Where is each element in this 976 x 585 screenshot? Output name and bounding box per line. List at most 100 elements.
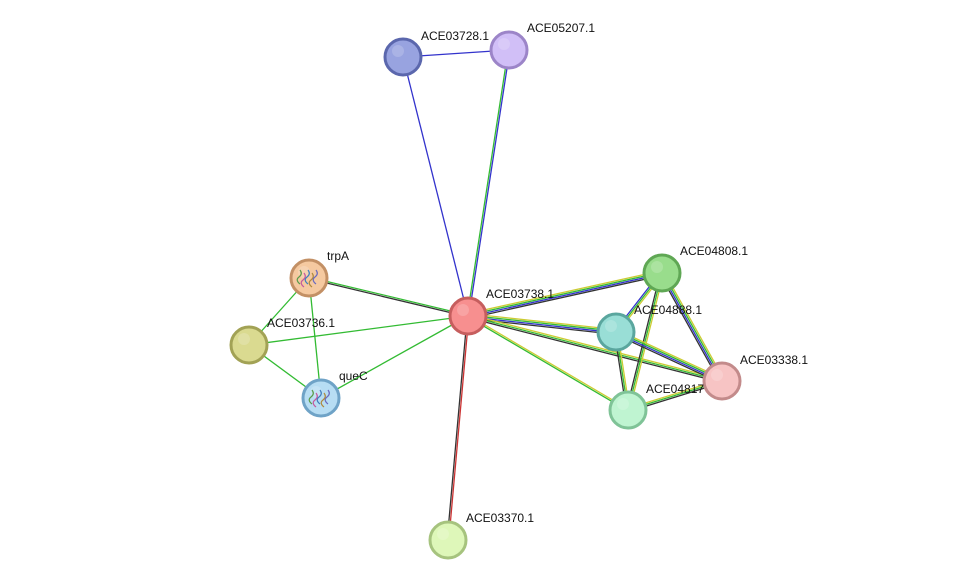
node-label-ace04888-1: ACE04888.1 <box>634 303 702 317</box>
node-circle[interactable] <box>702 361 742 401</box>
edge-ace03738-1-quec <box>320 315 469 399</box>
node-ace03736-1[interactable] <box>229 325 269 365</box>
edge-ace03738-1-ace03728-1 <box>402 56 469 317</box>
node-quec[interactable] <box>301 378 341 418</box>
edge-trpa-quec <box>308 277 322 399</box>
edge-evidence-line <box>468 273 663 318</box>
node-highlight <box>238 333 250 345</box>
node-ace04808-1[interactable] <box>642 253 682 293</box>
edge-evidence-line <box>467 271 662 316</box>
node-circle[interactable] <box>489 30 529 70</box>
structure-strand <box>296 269 302 285</box>
edge-evidence-line <box>467 316 628 412</box>
edge-evidence-line <box>309 276 469 316</box>
structure-strand <box>308 272 314 288</box>
node-trpa[interactable] <box>289 258 329 298</box>
edge-evidence-line <box>627 272 663 411</box>
node-circle[interactable] <box>448 296 488 336</box>
structure-strand <box>308 389 314 405</box>
node-highlight <box>605 320 617 332</box>
edge-evidence-line <box>448 316 470 541</box>
node-label-ace04808-1: ACE04808.1 <box>680 244 748 258</box>
structure-strand <box>312 392 318 408</box>
node-highlight <box>498 38 510 50</box>
node-ace03738-1[interactable] <box>448 296 488 336</box>
node-circle[interactable] <box>642 253 682 293</box>
node-label-ace03728-1: ACE03728.1 <box>421 29 489 43</box>
edge-evidence-line <box>468 314 629 410</box>
edge-ace03738-1-ace03370-1 <box>446 315 470 541</box>
structure-strand <box>316 389 322 405</box>
edge-evidence-line <box>628 273 665 411</box>
node-highlight <box>617 398 629 410</box>
structure-strand <box>300 272 306 288</box>
edge-evidence-line <box>466 49 509 316</box>
node-circle[interactable] <box>383 37 423 77</box>
node-highlight <box>651 261 663 273</box>
structure-strand <box>312 269 318 285</box>
node-circle[interactable] <box>608 390 648 430</box>
edge-evidence-line <box>308 278 468 318</box>
node-ace04888-1[interactable] <box>596 312 636 352</box>
protein-structure-icon <box>308 389 330 408</box>
edge-evidence-line <box>467 270 662 315</box>
node-circle[interactable] <box>596 312 636 352</box>
node-ace03728-1[interactable] <box>383 37 423 77</box>
edge-evidence-line <box>320 315 469 399</box>
node-label-ace03338-1: ACE03338.1 <box>740 353 808 367</box>
edge-evidence-line <box>446 315 468 540</box>
edge-evidence-line <box>308 277 322 399</box>
protein-structure-icon <box>296 269 318 288</box>
node-highlight <box>392 45 404 57</box>
node-ace03370-1[interactable] <box>428 520 468 560</box>
node-highlight <box>711 369 723 381</box>
edge-evidence-line <box>662 272 724 381</box>
node-circle[interactable] <box>229 325 269 365</box>
edge-ace03738-1-ace04808-1 <box>467 270 663 319</box>
edge-evidence-line <box>467 315 723 382</box>
node-highlight <box>437 528 449 540</box>
edge-ace03738-1-ace04817 <box>467 314 629 412</box>
edge-ace04808-1-ace03338-1 <box>659 271 725 383</box>
edge-evidence-line <box>402 56 469 317</box>
edge-evidence-line <box>616 329 724 380</box>
edge-evidence-line <box>468 274 663 319</box>
edge-evidence-line <box>468 314 617 332</box>
edge-evidence-line <box>248 315 469 346</box>
node-label-ace03370-1: ACE03370.1 <box>466 511 534 525</box>
edge-evidence-line <box>468 312 617 331</box>
node-label-ace04817: ACE04817 <box>646 382 704 396</box>
edge-evidence-line <box>467 317 616 336</box>
node-label-ace03736-1: ACE03736.1 <box>267 316 335 330</box>
nodes-layer <box>229 30 742 560</box>
node-circle[interactable] <box>301 378 341 418</box>
structure-strand <box>324 389 330 405</box>
edge-evidence-line <box>467 316 616 334</box>
edge-ace03738-1-ace05207-1 <box>466 49 511 317</box>
node-label-ace03738-1: ACE03738.1 <box>486 287 554 301</box>
edge-evidence-line <box>663 271 725 381</box>
structure-strand <box>320 392 326 408</box>
edge-evidence-line <box>468 313 723 381</box>
edge-evidence-line <box>614 333 722 384</box>
node-ace05207-1[interactable] <box>489 30 529 70</box>
edge-ace03738-1-ace03338-1 <box>467 313 723 384</box>
node-ace03338-1[interactable] <box>702 361 742 401</box>
node-circle[interactable] <box>428 520 468 560</box>
node-label-trpa: trpA <box>327 249 349 263</box>
edge-evidence-line <box>467 316 722 384</box>
labels-layer: ACE03738.1 ACE03728.1 ACE05207.1 trpA ACE037… <box>267 21 808 525</box>
edge-ace03738-1-ace04888-1 <box>467 312 617 336</box>
node-label-ace05207-1: ACE05207.1 <box>527 21 595 35</box>
edge-ace04808-1-ace04817 <box>625 272 665 411</box>
edge-ace03738-1-trpa <box>308 276 469 318</box>
node-ace04817[interactable] <box>608 390 648 430</box>
edge-evidence-line <box>660 273 722 382</box>
node-circle[interactable] <box>289 258 329 298</box>
node-label-quec: queC <box>339 369 368 383</box>
edge-evidence-line <box>625 272 662 410</box>
edge-ace03738-1-ace03736-1 <box>248 315 469 346</box>
structure-strand <box>304 269 310 285</box>
node-highlight <box>457 304 469 316</box>
